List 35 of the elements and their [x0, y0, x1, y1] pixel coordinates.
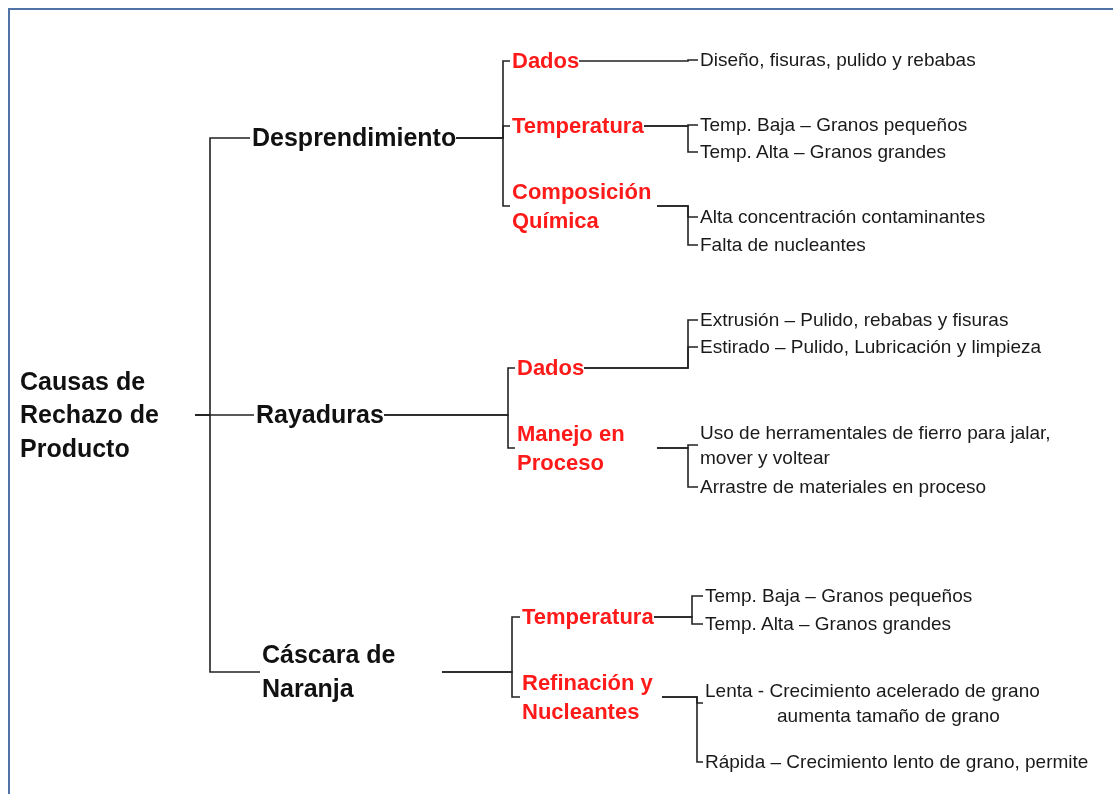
brace-line — [583, 346, 699, 369]
detail-text: Estirado – Pulido, Lubricación y limpieza — [700, 334, 1042, 360]
factor-label: Temperatura — [522, 602, 654, 632]
detail-text: Temp. Alta – Granos grandes — [700, 139, 947, 165]
brace-line — [643, 125, 699, 153]
factor-label: Manejo en Proceso — [517, 418, 657, 478]
brace-line — [578, 59, 699, 62]
detail-text: Temp. Baja – Granos pequeños — [700, 112, 968, 138]
factor-label: Dados — [517, 353, 585, 383]
brace-line — [661, 696, 704, 763]
detail-text: Falta de nucleantes — [700, 232, 866, 258]
detail-text: Diseño, fisuras, pulido y rebabas — [700, 47, 976, 73]
detail-text: Uso de herramentales de fierro para jalar, mover y voltear — [700, 419, 1100, 471]
brace-line — [653, 616, 704, 625]
brace-line — [656, 205, 699, 246]
cause-category-label: Desprendimiento — [252, 121, 457, 155]
main-cause-label: Causas de Rechazo de Producto — [20, 364, 195, 466]
brace-line — [194, 414, 261, 673]
factor-label: Temperatura — [512, 111, 644, 141]
detail-text: Temp. Baja – Granos pequeños — [705, 583, 973, 609]
brace-line — [656, 447, 699, 488]
brace-line — [441, 671, 521, 698]
detail-text: Extrusión – Pulido, rebabas y fisuras — [700, 307, 1009, 333]
detail-text: Rápida – Crecimiento lento de grano, permite — [705, 749, 1089, 775]
factor-label: Composición Química — [512, 176, 657, 236]
detail-text: Lenta - Crecimiento acelerado de grano aumenta tamaño de grano — [705, 677, 1113, 729]
factor-label: Refinación y Nucleantes — [522, 667, 662, 727]
detail-text: Arrastre de materiales en proceso — [700, 474, 987, 500]
detail-text: Alta concentración contaminantes — [700, 204, 986, 230]
detail-text: Temp. Alta – Granos grandes — [705, 611, 952, 637]
cause-category-label: Rayaduras — [256, 398, 384, 432]
brace-line — [455, 137, 511, 207]
cause-category-label: Cáscara de Naranja — [262, 638, 442, 706]
brace-line — [383, 414, 516, 449]
factor-label: Dados — [512, 46, 580, 76]
